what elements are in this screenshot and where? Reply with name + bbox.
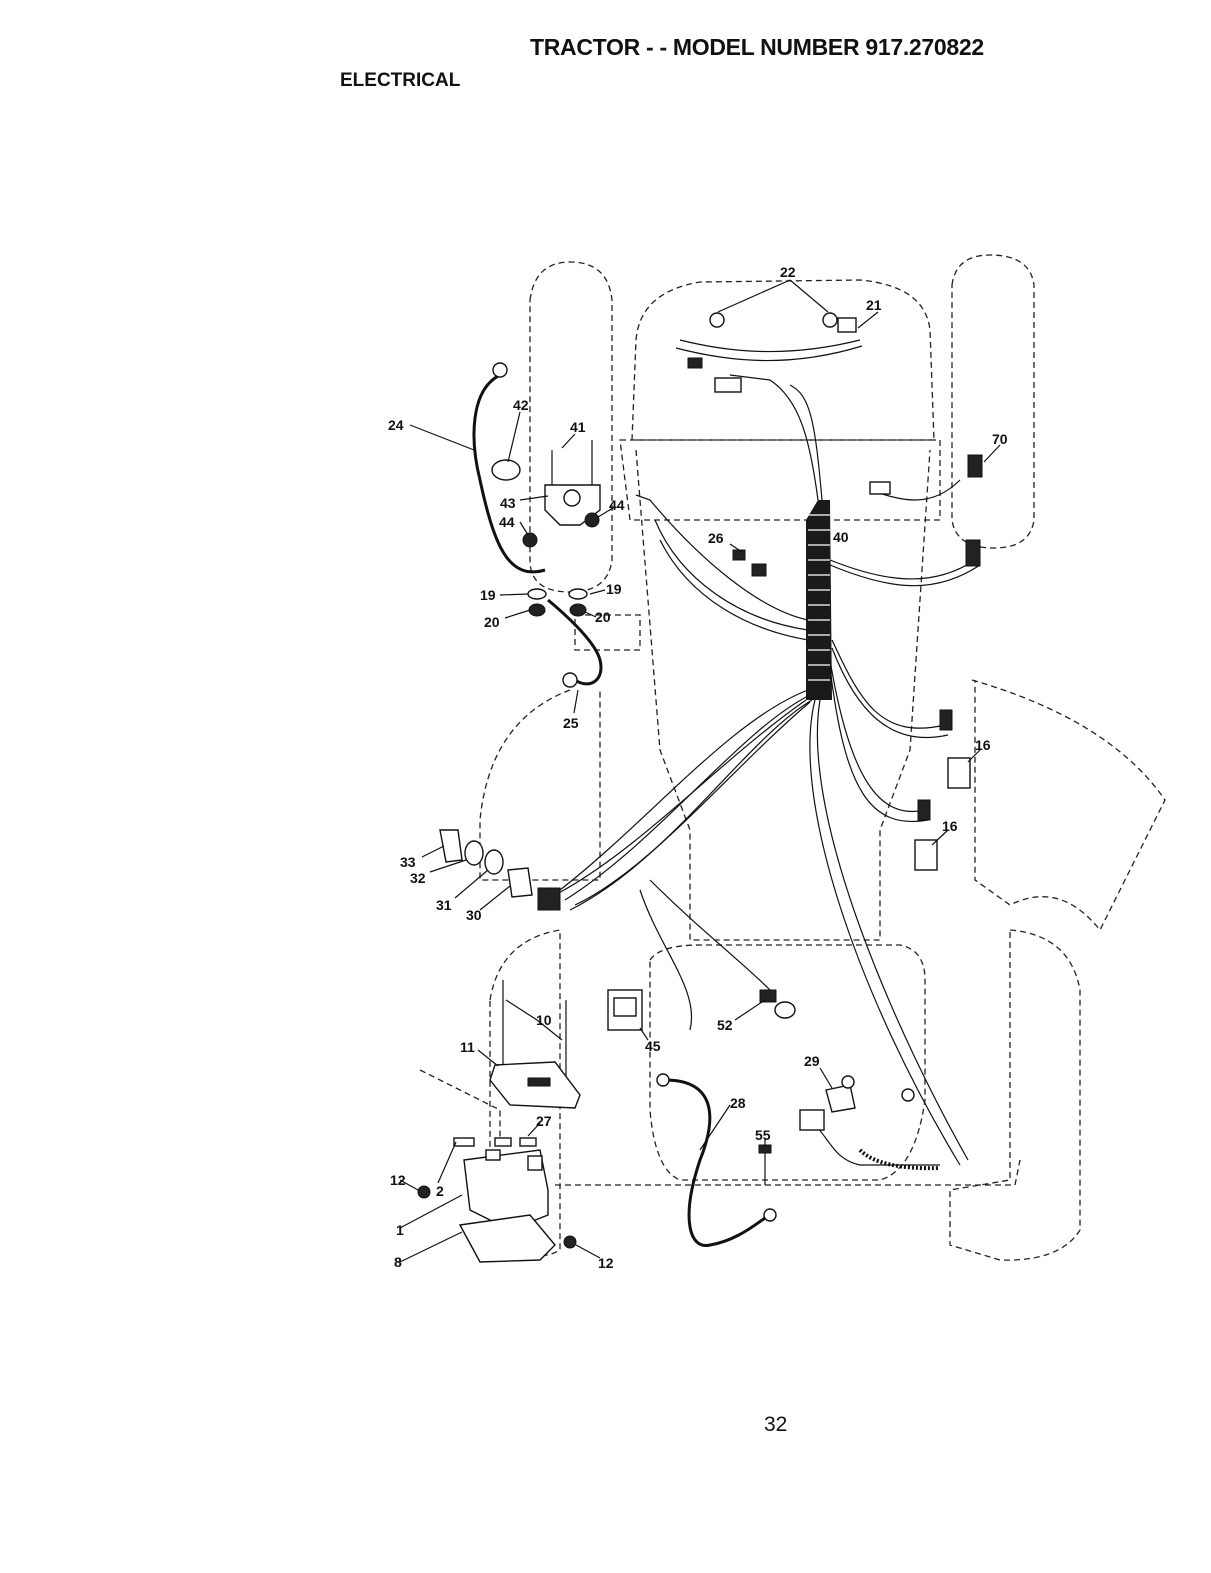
battery-tray-outline	[420, 1070, 500, 1140]
connector-70	[968, 455, 982, 477]
callout-19-left: 19	[480, 587, 496, 603]
callout-16-upper: 16	[975, 737, 991, 753]
callout-16-lower: 16	[942, 818, 958, 834]
callout-42: 42	[513, 397, 529, 413]
callout-44-left: 44	[499, 514, 515, 530]
callout-44-right: 44	[609, 497, 625, 513]
callout-12-left: 12	[390, 1172, 406, 1188]
callout-19-right: 19	[606, 581, 622, 597]
callout-28: 28	[730, 1095, 746, 1111]
right-fender-outline	[972, 680, 1165, 930]
callout-32: 32	[410, 870, 426, 886]
callout-24: 24	[388, 417, 404, 433]
tractor-outline	[420, 255, 1165, 1260]
nut-44-left	[523, 533, 537, 547]
callout-labels: 22 21 24 42 41 70 43 44 44 26 40 19 19 2…	[388, 264, 1008, 1271]
right-front-wheel-outline	[952, 255, 1034, 548]
callout-55: 55	[755, 1127, 771, 1143]
seat-deck-outline	[650, 945, 925, 1180]
callout-20-left: 20	[484, 614, 500, 630]
callout-70: 70	[992, 431, 1008, 447]
callout-22: 22	[780, 264, 796, 280]
callout-25: 25	[563, 715, 579, 731]
callout-30: 30	[466, 907, 482, 923]
fuse-holder	[733, 550, 745, 560]
callout-43: 43	[500, 495, 516, 511]
callout-20-right: 20	[595, 609, 611, 625]
callout-21: 21	[866, 297, 882, 313]
frame-center-outline	[636, 450, 930, 940]
page-number: 32	[764, 1413, 787, 1437]
switch-16-lower	[915, 840, 937, 870]
terminal-cover	[492, 460, 520, 480]
bezel	[465, 841, 483, 865]
connector-52	[760, 990, 776, 1002]
callout-11: 11	[460, 1039, 475, 1055]
callout-8: 8	[394, 1254, 402, 1270]
headlight-bulb-right	[823, 313, 837, 327]
dash-outline	[620, 440, 940, 520]
headlight-bulb-left	[710, 313, 724, 327]
battery-tray	[460, 1215, 555, 1262]
callout-1: 1	[396, 1222, 404, 1238]
callout-10: 10	[536, 1012, 552, 1028]
nut-12-right	[564, 1236, 576, 1248]
switch-16-upper	[948, 758, 970, 788]
callout-45: 45	[645, 1038, 661, 1054]
callout-12-right: 12	[598, 1255, 614, 1271]
parts	[418, 313, 982, 1262]
callout-41: 41	[570, 419, 586, 435]
callout-33: 33	[400, 854, 416, 870]
callout-2: 2	[436, 1183, 444, 1199]
callout-40: 40	[833, 529, 849, 545]
rear-frame-outline	[555, 1160, 1020, 1185]
headlight-socket	[838, 318, 856, 332]
callout-29: 29	[804, 1053, 820, 1069]
nut-12-left	[418, 1186, 430, 1198]
nut-44-right	[585, 513, 599, 527]
callout-52: 52	[717, 1017, 733, 1033]
ground-cable	[665, 1080, 770, 1246]
seat-switch	[826, 1085, 855, 1112]
ignition-switch	[508, 868, 532, 897]
rear-right-wheel-outline	[950, 930, 1080, 1260]
callout-31: 31	[436, 897, 452, 913]
callout-27: 27	[536, 1113, 552, 1129]
callout-26: 26	[708, 530, 724, 546]
